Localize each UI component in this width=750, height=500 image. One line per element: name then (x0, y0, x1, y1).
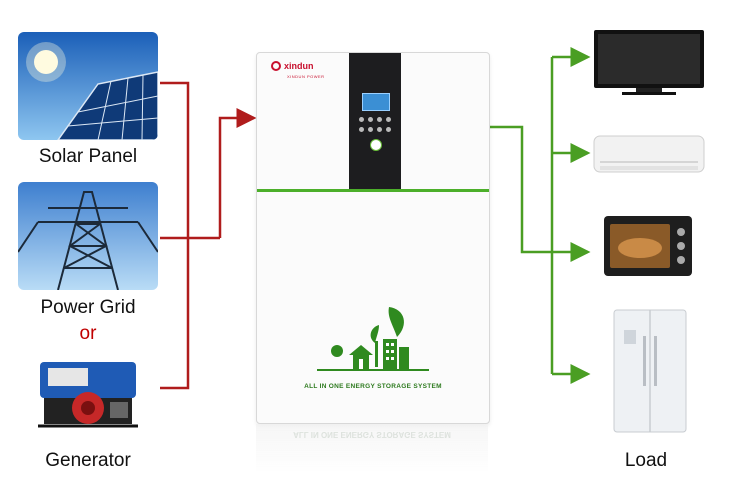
refrigerator-icon (613, 309, 687, 433)
control-panel (349, 53, 401, 189)
device-tagline: ALL IN ONE ENERGY STORAGE SYSTEM (304, 383, 442, 390)
brand-name: xindun (284, 61, 314, 71)
generator-label: Generator (45, 450, 131, 471)
output-wires (488, 47, 591, 384)
input-arrow (218, 108, 257, 238)
indicator-row (359, 117, 391, 123)
solar-panel-label: Solar Panel (38, 146, 138, 167)
generator-wire (160, 238, 190, 390)
load-label: Load (624, 450, 668, 471)
generator-image (18, 352, 158, 460)
brand-subtitle: XINDUN POWER (287, 74, 325, 79)
output-trunk (488, 125, 552, 254)
power-grid-image (18, 182, 158, 290)
or-label: or (79, 323, 97, 344)
brand-mark-icon (271, 61, 281, 71)
lcd-screen (362, 93, 390, 111)
solar-wire (160, 81, 190, 238)
green-divider (257, 189, 489, 192)
energy-city-leaf-icon (317, 307, 429, 371)
generator-icon (38, 362, 138, 428)
button-row (359, 127, 391, 133)
device-reflection: ALL IN ONE ENERGY STORAGE SYSTEM (256, 424, 488, 474)
power-button-icon (370, 139, 382, 151)
air-conditioner-icon (593, 135, 705, 173)
solar-panel-image (18, 32, 158, 140)
reflected-tagline: ALL IN ONE ENERGY STORAGE SYSTEM (293, 430, 451, 439)
oven-icon (604, 216, 692, 276)
energy-storage-unit: xindun XINDUN POWER ALL IN ONE ENERGY ST… (256, 52, 490, 424)
brand-logo: xindun (271, 61, 314, 71)
input-wires (160, 81, 257, 390)
power-tower-icon (18, 182, 158, 290)
tv-icon (594, 30, 704, 95)
power-grid-label: Power Grid (40, 297, 136, 318)
solar-panel-icon (18, 32, 158, 140)
